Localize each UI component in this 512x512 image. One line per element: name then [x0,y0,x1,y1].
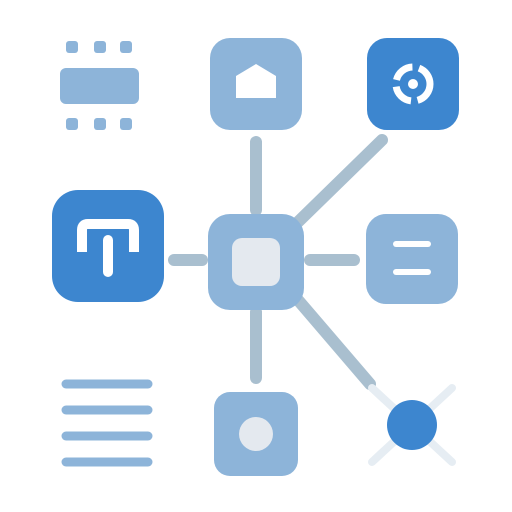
list-icon [61,379,153,467]
home-icon [236,64,276,98]
menu-icon [393,241,431,275]
menu-tile[interactable] [366,214,458,304]
hub-node[interactable] [208,214,304,310]
plug-tile[interactable] [52,190,164,302]
dot-icon [239,417,273,451]
module-icon [60,41,139,130]
target-tile[interactable] [367,38,459,130]
plug-icon [77,219,139,252]
connector-hub-target [292,134,388,228]
target-icon [392,63,434,105]
x-node-icon [387,400,437,450]
connector-hub-x [292,294,376,390]
x-node[interactable] [368,384,456,466]
hub-center [232,238,280,286]
home-tile[interactable] [210,38,302,130]
dot-tile[interactable] [214,392,298,476]
connectors [168,134,388,390]
